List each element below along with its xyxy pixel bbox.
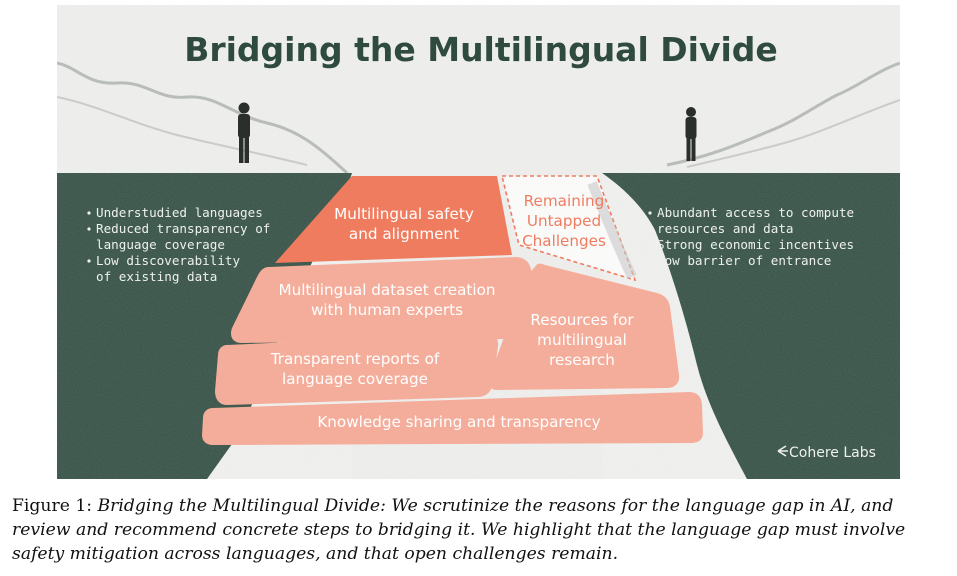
right-bullets-item-1-line-0: Strong economic incentives [657,237,854,252]
right-ridge-line-2 [686,99,900,168]
right-bullets-item-0-line-1: resources and data [657,221,793,236]
knowledge-sharing-block [202,392,703,445]
remaining-block-shadow [587,181,637,280]
left-bullets-item-2-line-1: of existing data [96,269,217,284]
cohere-logo-icon [777,445,788,457]
resources-label-line-2: research [549,351,615,369]
safety-label-line-0: Multilingual safety [334,205,474,223]
resources-label-line-0: Resources for [530,311,634,329]
right-bullets-bullet-dot-0 [648,211,652,215]
cohere-labs-logo: Cohere Labs [777,445,876,461]
left-ridge-line-2 [57,96,308,166]
diagram-canvas: Bridging the Multilingual Divide Underst… [57,5,900,479]
remaining-label-line-0: Remaining [524,192,605,210]
resources-block [488,263,680,390]
left-bullets-bullet-dot-1 [87,227,91,231]
figure: Bridging the Multilingual Divide Underst… [57,5,900,479]
figure-caption: Figure 1: Bridging the Multilingual Divi… [12,494,947,566]
left-bullets-bullet-dot-2 [87,259,91,263]
right-bullets-bullet-dot-2 [648,259,652,263]
resources-label-line-1: multilingual [537,331,627,349]
right-bullets-bullet-dot-1 [648,243,652,247]
transparent-reports-block [215,333,499,405]
caption-text: Bridging the Multilingual Divide: We scr… [12,496,906,564]
dataset-label-line-1: with human experts [311,301,463,319]
left-bullets-item-2-line-0: Low discoverability [96,253,240,268]
left-person-silhouette [238,102,250,163]
reports-label-line-1: language coverage [282,370,428,388]
diagram-title: Bridging the Multilingual Divide [184,30,778,69]
right-bullets-item-2-line-0: Low barrier of entrance [657,253,831,268]
dataset-label-line-0: Multilingual dataset creation [278,281,495,299]
remaining-label-line-1: Untapped [527,212,601,230]
block-labels: Multilingual safety and alignment Remainin… [270,192,635,431]
safety-block [275,176,512,263]
left-bullets-item-1-line-0: Reduced transparency of [96,221,270,236]
right-cliff-texture [602,173,900,479]
left-bullets-bullet-dot-0 [87,211,91,215]
right-ridge-line [666,61,900,167]
left-bullets-item-0-line-0: Understudied languages [96,205,263,220]
dataset-creation-block [231,257,532,343]
remaining-label-line-2: Challenges [522,232,606,250]
right-person-silhouette [685,107,697,161]
caption-label: Figure 1: [12,496,93,516]
logo-text: Cohere Labs [789,445,876,461]
reports-label-line-0: Transparent reports of [270,350,440,368]
left-cliff-texture [57,173,352,479]
left-ridge-line [57,61,349,175]
knowledge-label-line-0: Knowledge sharing and transparency [317,413,600,431]
right-bullets-item-0-line-0: Abundant access to compute [657,205,854,220]
left-bullets-item-1-line-1: language coverage [96,237,225,252]
safety-label-line-1: and alignment [349,225,459,243]
